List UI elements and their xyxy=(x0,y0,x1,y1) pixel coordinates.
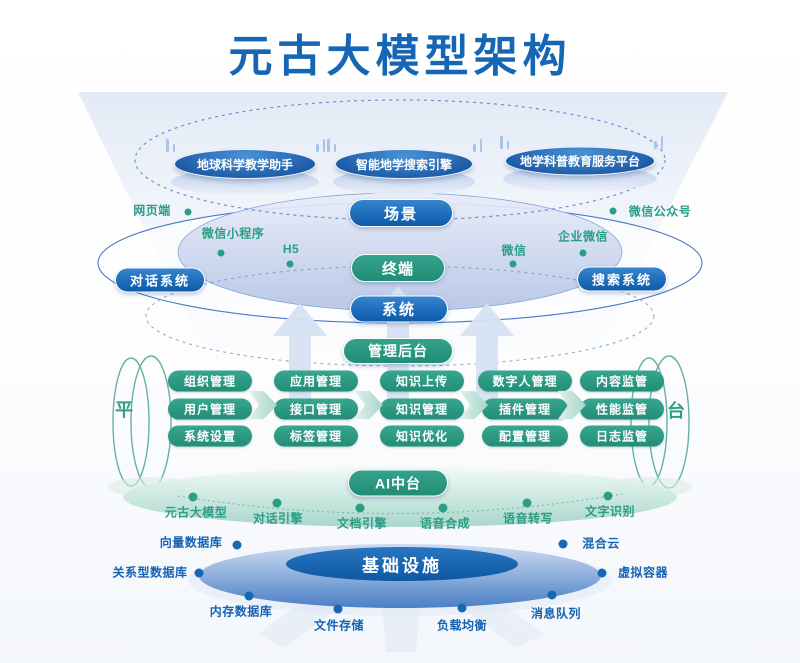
admin-pill: 用户管理 xyxy=(168,398,252,420)
signal-tick-icon xyxy=(315,139,325,152)
layer-label-infra: 基础设施 xyxy=(362,556,442,576)
signal-tick-icon xyxy=(327,139,337,152)
admin-pill: 接口管理 xyxy=(274,398,358,420)
ai-service-dot xyxy=(188,492,198,502)
platform-char-left: 平 xyxy=(115,400,133,420)
infra-label-relational-db: 关系型数据库 xyxy=(112,565,188,580)
infra-dot xyxy=(457,603,467,613)
layer-pill-admin: 管理后台 xyxy=(343,338,453,364)
admin-pill: 性能监管 xyxy=(580,398,664,420)
admin-pill: 知识管理 xyxy=(380,398,464,420)
app-pill-science-edu: 地学科普教育服务平台 xyxy=(505,146,655,176)
infra-rays xyxy=(258,596,544,652)
page-title: 元古大模型架构 xyxy=(228,32,572,81)
admin-pill: 日志监管 xyxy=(580,425,664,447)
admin-pill: 配置管理 xyxy=(482,425,568,447)
admin-pill: 系统设置 xyxy=(168,425,252,447)
layer-pill-system: 系统 xyxy=(350,295,448,323)
ai-dashed-arc xyxy=(177,493,623,515)
infra-label-load-balance: 负载均衡 xyxy=(436,618,488,633)
platform-char-right: 台 xyxy=(667,401,685,421)
side-pill-dialog-system: 对话系统 xyxy=(115,267,205,293)
ai-service-label: 语音合成 xyxy=(419,516,471,531)
ai-service-dot xyxy=(438,503,448,513)
infra-label-memory-db: 内存数据库 xyxy=(209,604,273,619)
layer-pill-scene: 场景 xyxy=(349,199,453,227)
infra-label-file-storage: 文件存储 xyxy=(313,618,365,633)
ai-service-dot xyxy=(522,498,532,508)
admin-pill: 标签管理 xyxy=(274,425,358,447)
infra-dot xyxy=(194,568,204,578)
admin-pill: 组织管理 xyxy=(168,370,252,392)
app-pill-earth-teaching: 地球科学教学助手 xyxy=(174,149,316,179)
layer-pill-terminal: 终端 xyxy=(351,254,445,282)
infra-dot xyxy=(547,590,557,600)
ai-service-dot xyxy=(272,498,282,508)
infra-label-vector-db: 向量数据库 xyxy=(159,535,223,550)
signal-tick-icon xyxy=(500,136,510,149)
terminal-label-wechat-mini: 微信小程序 xyxy=(201,226,265,241)
ai-service-label: 元古大模型 xyxy=(164,505,228,520)
app-pill-geo-search: 智能地学搜索引擎 xyxy=(335,149,473,179)
signal-tick-icon xyxy=(166,139,176,152)
terminal-dot xyxy=(217,249,225,257)
terminal-label-h5: H5 xyxy=(282,242,300,256)
infra-dot xyxy=(244,591,254,601)
terminal-label-wechat: 微信 xyxy=(501,243,527,258)
infra-dot xyxy=(232,540,242,550)
ai-service-dot xyxy=(603,491,613,501)
ai-service-dot xyxy=(355,503,365,513)
ai-service-label: 语音转写 xyxy=(502,511,554,526)
infra-inner-ellipse xyxy=(286,547,518,581)
admin-pill: 应用管理 xyxy=(274,370,358,392)
admin-pill: 数字人管理 xyxy=(478,370,572,392)
infra-dot xyxy=(558,539,568,549)
infra-label-virtual-container: 虚拟容器 xyxy=(617,565,669,580)
signal-tick-icon xyxy=(472,139,482,152)
ai-service-label: 对话引擎 xyxy=(252,511,304,526)
terminal-label-web: 网页端 xyxy=(133,203,171,218)
terminal-dot xyxy=(286,260,294,268)
infra-dot xyxy=(333,604,343,614)
infra-label-message-queue: 消息队列 xyxy=(530,606,582,621)
admin-pill: 知识优化 xyxy=(380,425,464,447)
signal-tick-icon xyxy=(653,136,663,149)
admin-pill: 知识上传 xyxy=(380,370,464,392)
admin-pill: 插件管理 xyxy=(482,398,568,420)
terminal-dot xyxy=(509,260,517,268)
infra-label-hybrid-cloud: 混合云 xyxy=(582,536,620,551)
ai-service-label: 文字识别 xyxy=(584,504,636,519)
infra-dot xyxy=(597,568,607,578)
terminal-label-wecom: 企业微信 xyxy=(557,229,609,244)
terminal-dot xyxy=(579,249,587,257)
terminal-dot xyxy=(609,207,617,215)
terminal-dot xyxy=(184,208,192,216)
admin-pill: 内容监管 xyxy=(580,370,664,392)
side-pill-search-system: 搜索系统 xyxy=(577,266,667,292)
layer-pill-ai-mid: AI中台 xyxy=(348,469,448,497)
ai-service-label: 文档引擎 xyxy=(336,516,388,531)
terminal-label-wechat-official: 微信公众号 xyxy=(628,204,692,219)
ai-base-ellipse xyxy=(123,467,677,527)
